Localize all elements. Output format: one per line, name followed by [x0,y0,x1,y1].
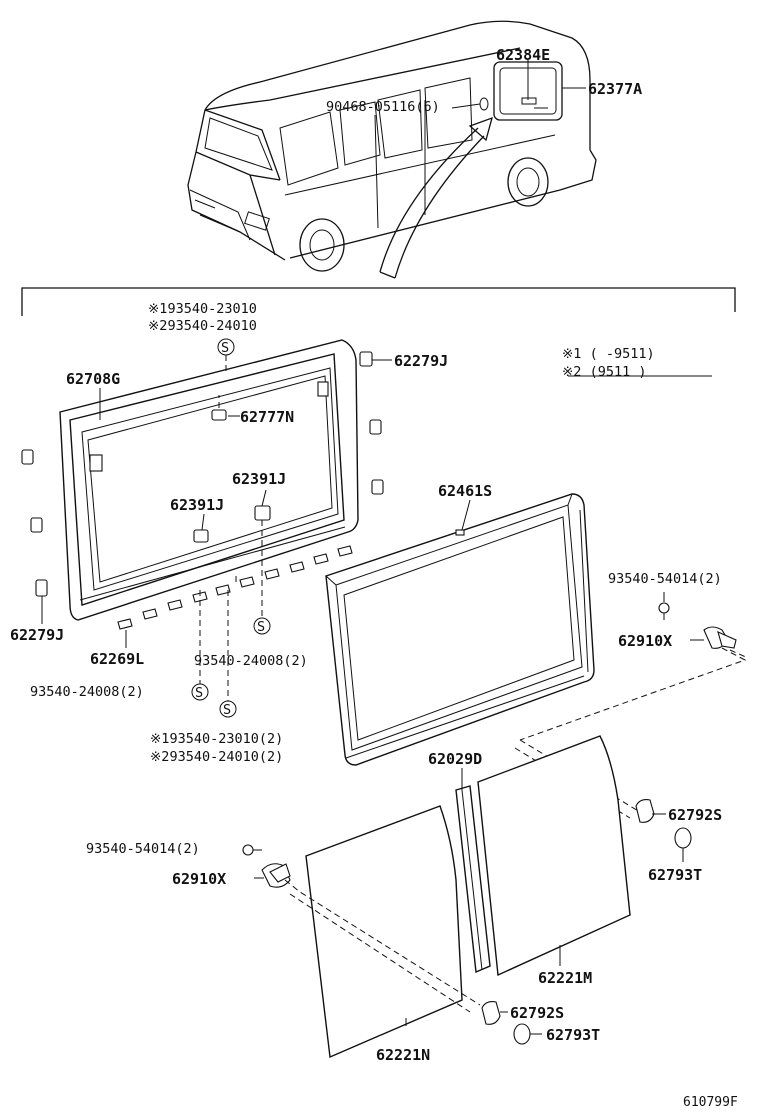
hinge-right [514,602,749,819]
frame-62461S [325,493,595,766]
note-sym2: ※2 (9511 ) [562,364,646,380]
label-93540-54014-right: 93540-54014(2) [608,571,722,587]
caps [481,799,692,1045]
label-62279J-top: 62279J [394,352,448,370]
label-62792S-bottom: 62792S [510,1004,564,1022]
label-62279J-bottom: 62279J [10,626,64,644]
label-sym2-93540-24010: ※293540-24010 [148,318,257,334]
label-90468-05116: 90468-05116(6) [326,99,440,115]
seal-62029D [455,785,491,974]
screw-s-3: S [195,685,203,701]
label-62792S-right: 62792S [668,806,722,824]
label-62391J-left: 62391J [170,496,224,514]
screw-s-1: S [221,340,229,356]
label-sym1-93540-23010: ※193540-23010 [148,301,257,317]
label-62461S: 62461S [438,482,492,500]
note-sym1: ※1 ( -9511) [562,346,655,362]
label-62384E: 62384E [496,46,550,64]
label-62777N: 62777N [240,408,294,426]
label-62793T-right: 62793T [648,866,702,884]
label-93540-24008-left: 93540-24008(2) [30,684,144,700]
panel-62221M [477,735,631,977]
label-93540-54014-left: 93540-54014(2) [86,841,200,857]
label-62708G: 62708G [66,370,120,388]
screw-s-4: S [223,702,231,718]
label-62221M: 62221M [538,969,592,987]
label-62269L: 62269L [90,650,144,668]
label-62793T-bottom: 62793T [546,1026,600,1044]
clips-upper [21,351,384,597]
label-62377A: 62377A [588,80,642,98]
frame-62708G [59,339,359,621]
label-62910X-left: 62910X [172,870,226,888]
label-62029D: 62029D [428,750,482,768]
label-62391J-right: 62391J [232,470,286,488]
panel-62221N [305,805,463,1059]
group-bracket [21,287,736,316]
label-93540-24008-right: 93540-24008(2) [194,653,308,669]
clips-62269L-row [117,545,353,630]
leader-lines [41,359,712,1035]
label-sym2-93540-24010-2: ※293540-24010(2) [150,749,283,765]
label-62221N: 62221N [376,1046,430,1064]
hinge-left [242,844,481,1013]
label-62910X-right: 62910X [618,632,672,650]
van-illustration [187,20,597,279]
illustration-id: 610799F [683,1095,738,1110]
screw-s-2: S [257,619,265,635]
dashed-leaders-upper [199,355,263,701]
label-sym1-93540-23010-2: ※193540-23010(2) [150,731,283,747]
